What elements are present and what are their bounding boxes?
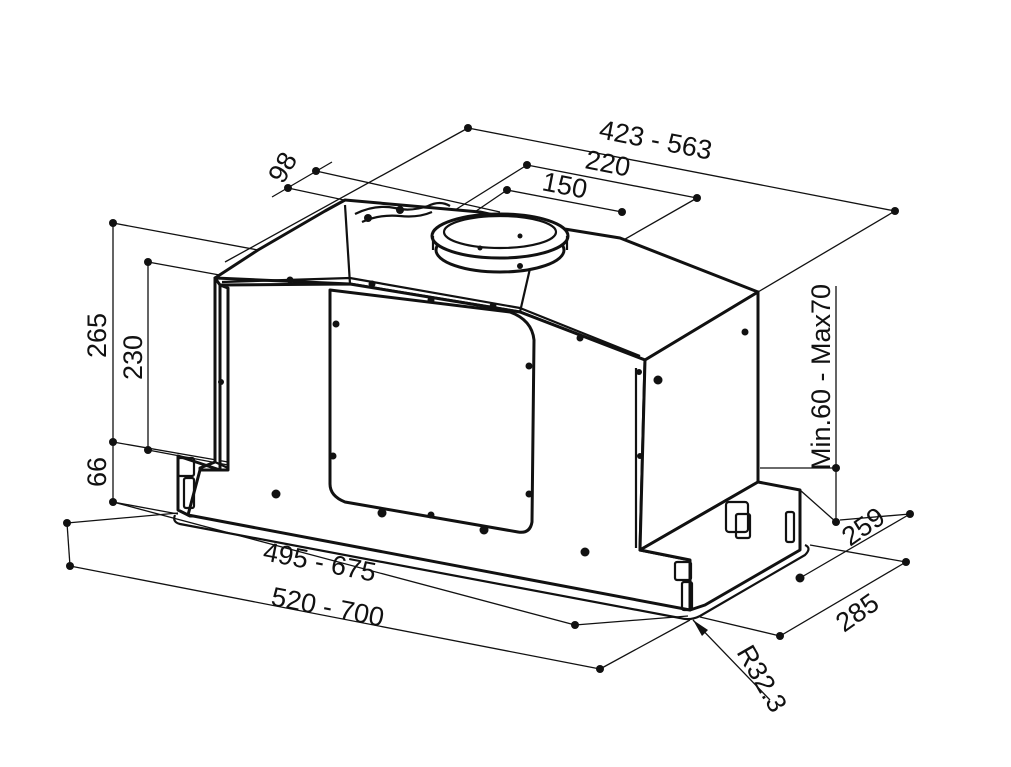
- dim-body-height: 230: [118, 335, 148, 380]
- dim-outer-width: 520 - 700: [269, 581, 387, 632]
- dim-inner-depth: 259: [836, 501, 890, 551]
- dim-total-height: 265: [82, 313, 112, 358]
- dim-corner-radius: R32.3: [731, 640, 793, 717]
- dim-lower-height: 66: [82, 457, 112, 487]
- dimension-end-dots: [63, 124, 914, 673]
- filter-panel: [328, 288, 536, 534]
- dim-insert-depth: Min.60 - Max70: [806, 284, 836, 470]
- screw-dots: [218, 276, 805, 583]
- power-connector: [354, 201, 451, 224]
- hood-body: [173, 198, 810, 621]
- outlet-collar: [430, 212, 570, 274]
- dimension-lines: [66, 127, 911, 701]
- dim-outer-depth: 285: [830, 587, 884, 637]
- mounting-brackets: [176, 456, 796, 612]
- hood-left-side: [176, 276, 222, 518]
- hood-bottom-rim: [173, 514, 810, 621]
